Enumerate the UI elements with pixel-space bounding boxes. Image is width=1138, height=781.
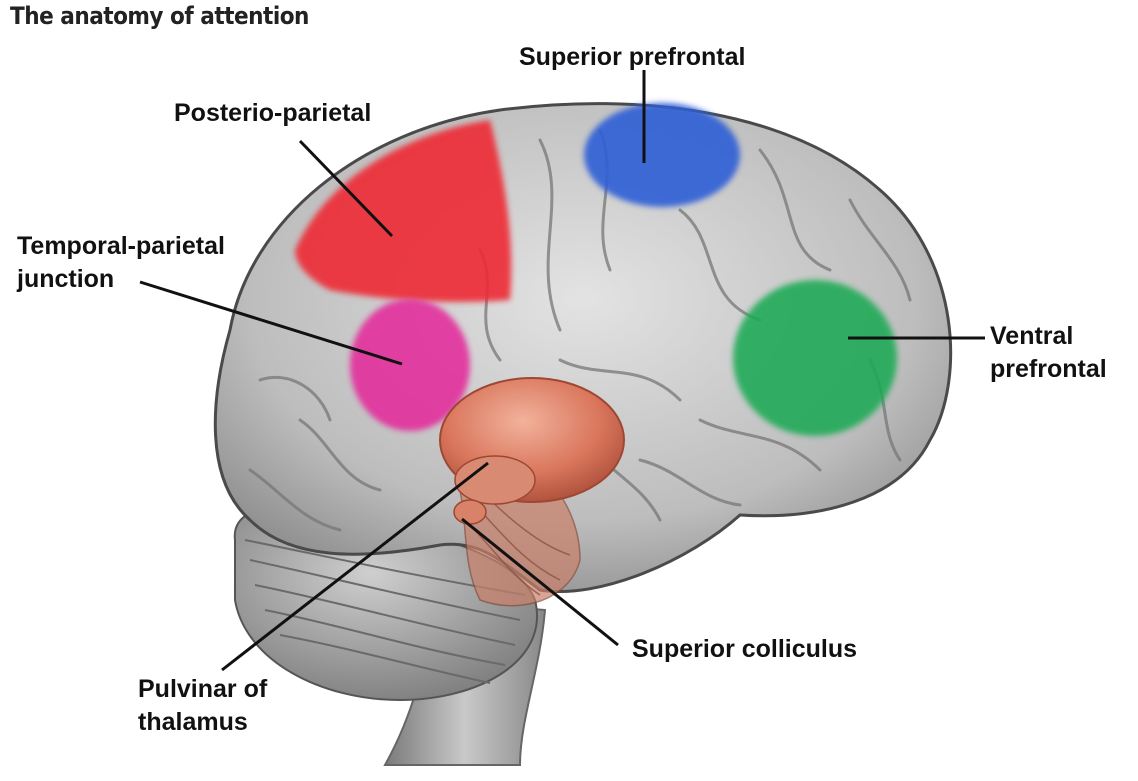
label-text: Superior prefrontal [519,43,746,71]
label-line-2: prefrontal [990,355,1107,383]
superior-prefrontal-region [584,103,740,207]
label-text: Posterio-parietal [174,99,372,127]
label-line-1: Temporal-parietal [17,232,225,260]
label-pulvinar-of-thalamus: Pulvinar of thalamus [138,673,267,739]
posterio-parietal-region [295,120,512,302]
label-ventral-prefrontal: Ventral prefrontal [990,320,1107,386]
line-superior-colliculus [461,517,619,647]
leader-lines [139,70,985,672]
line-posterio-parietal [298,139,394,238]
superior-colliculus-body [453,499,487,525]
ventral-prefrontal-region [733,280,897,436]
label-temporal-parietal-junction: Temporal-parietal junction [17,230,225,296]
line-temporal-parietal [139,280,403,366]
label-text: Superior colliculus [632,635,858,663]
label-superior-prefrontal: Superior prefrontal [519,41,745,74]
label-line-2: junction [17,265,115,293]
label-posterio-parietal: Posterio-parietal [174,97,371,130]
pulvinar-body [454,455,536,505]
label-line-2: thalamus [138,708,248,736]
line-pulvinar [221,461,489,672]
temporal-parietal-region [350,299,470,431]
label-superior-colliculus: Superior colliculus [632,633,857,666]
label-line-1: Ventral [990,322,1074,350]
figure-title: The anatomy of attention [10,2,309,30]
label-line-1: Pulvinar of [138,675,268,703]
